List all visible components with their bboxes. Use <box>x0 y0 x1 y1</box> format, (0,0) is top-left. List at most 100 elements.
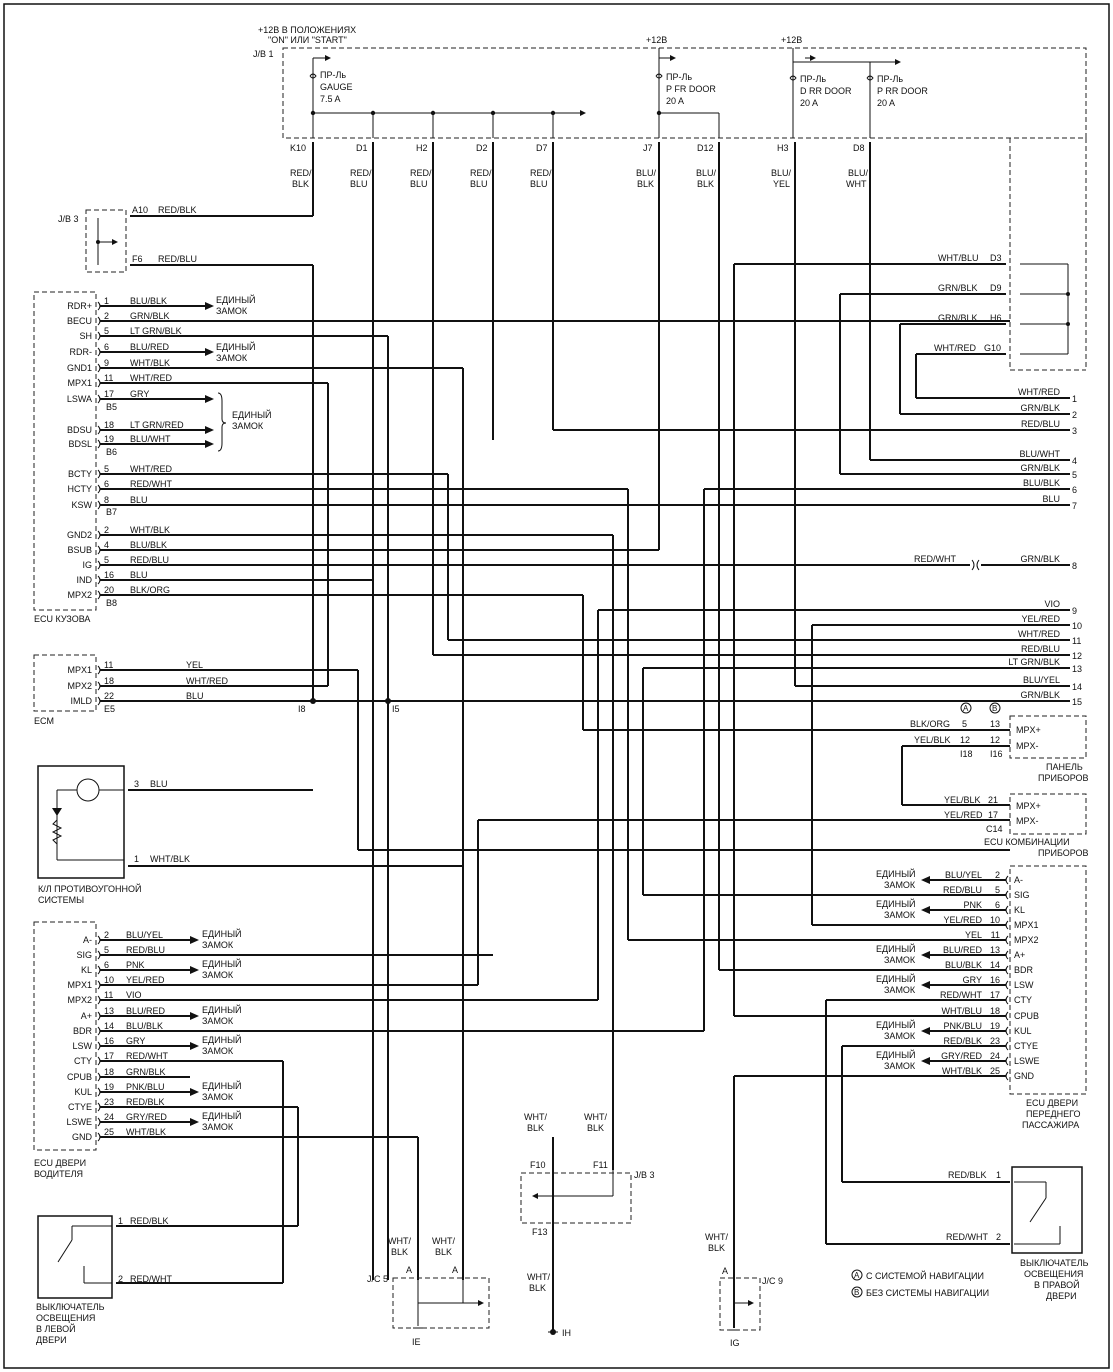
terminal-number: 7 <box>1072 501 1077 511</box>
fuse-pfr-l2: P FR DOOR <box>666 84 716 94</box>
pin-label: 4 <box>104 540 109 550</box>
lock-label: ЗАМОК <box>216 353 248 363</box>
wire-color: BLK <box>587 1123 604 1133</box>
lock-label: ЕДИНЫЙ <box>202 1004 242 1015</box>
pin-label: 23 <box>104 1097 114 1107</box>
pin-function-label: MPX1 <box>67 980 92 990</box>
wire-color: WHT/BLK <box>130 358 170 368</box>
ecu-body: ECU КУЗОВА B5 B6 B7 B8 <box>33 291 117 624</box>
terminal-number: 6 <box>1072 485 1077 495</box>
conn-i16: I16 <box>990 749 1003 759</box>
fuse-gauge: ПР-Ль GAUGE 7.5 A <box>309 58 353 138</box>
immo-title2: СИСТЕМЫ <box>38 895 84 905</box>
pin-label: 23 <box>990 1036 1000 1046</box>
wire-color: BLU/YEL <box>1023 675 1060 685</box>
connector-terminal-icon <box>1005 980 1009 990</box>
wire-color: WHT/BLK <box>126 1127 166 1137</box>
pin-label: 13 <box>990 945 1000 955</box>
wire-color: YEL/RED <box>1021 614 1060 624</box>
connector-terminal-icon <box>1005 950 1009 960</box>
combo-title2: ПРИБОРОВ <box>1038 848 1089 858</box>
wire-color: RED/WHT <box>946 1232 988 1242</box>
pin-k10: K10 <box>290 143 306 153</box>
wire-color: BLK/ORG <box>910 719 950 729</box>
wire-color: YEL <box>186 660 203 670</box>
pin-d9: D9 <box>990 283 1002 293</box>
pin-label: 9 <box>104 358 109 368</box>
lock-label: ЗАМОК <box>884 955 916 965</box>
pin-function-label: LSWE <box>1014 1056 1040 1066</box>
pin-function-label: RDR- <box>70 347 93 357</box>
arrow-icon <box>205 348 214 356</box>
pin-d7: D7 <box>536 143 548 153</box>
inline-connector-icon <box>971 559 980 571</box>
wire-color: WHT/RED <box>130 464 172 474</box>
pin-label: 17 <box>104 1051 114 1061</box>
conn-e5: E5 <box>104 704 115 714</box>
pin-label: 1 <box>118 1216 123 1226</box>
pin-label: 5 <box>995 885 1000 895</box>
pin-label: 2 <box>104 525 109 535</box>
jc9: J/C 9 WHT/ BLK A IG <box>705 1076 783 1348</box>
pin-function-label: KUL <box>1014 1026 1032 1036</box>
wire-color: LT GRN/BLK <box>1008 657 1060 667</box>
switch-icon <box>57 1239 73 1263</box>
pin-label: 18 <box>104 676 114 686</box>
pin-a: A <box>452 1265 458 1275</box>
lock-label: ЗАМОК <box>202 1122 234 1132</box>
wire-color: BLU/YEL <box>126 930 163 940</box>
wire-color: BLU/RED <box>943 945 983 955</box>
pin-a10: A10 <box>132 205 148 215</box>
ecu-pass-title1: ECU ДВЕРИ <box>1026 1098 1078 1108</box>
pin-function-label: SIG <box>1014 890 1030 900</box>
pin-function-label: BDSU <box>67 425 92 435</box>
panel-title2: ПРИБОРОВ <box>1038 773 1089 783</box>
fuse-prr: ПР-Ль P RR DOOR 20 A <box>866 62 928 138</box>
connector-terminal-icon <box>97 560 101 570</box>
connector-terminal-icon <box>97 1117 101 1127</box>
ecu-pass-wires <box>628 624 1070 1245</box>
supply-12v-label-2: +12В <box>781 35 802 45</box>
connector-terminal-icon <box>1005 890 1009 900</box>
wire-color: BLK <box>637 179 654 189</box>
fuse-icon <box>866 75 874 81</box>
wire-color: RED/BLU <box>1021 644 1060 654</box>
lock-label: ЗАМОК <box>884 910 916 920</box>
wire-color: RED/ <box>470 168 492 178</box>
jb1-outline <box>282 47 1087 139</box>
wire-color: WHT/ <box>705 1232 728 1242</box>
legend: A С СИСТЕМОЙ НАВИГАЦИИ B БЕЗ СИСТЕМЫ НАВ… <box>851 1269 989 1298</box>
immo-block: К/Л ПРОТИВОУГОННОЙ СИСТЕМЫ <box>37 765 463 905</box>
jc9-label: J/C 9 <box>762 1276 783 1286</box>
wire-color: YEL/BLK <box>914 735 951 745</box>
wire-color: PNK <box>126 960 145 970</box>
terminal-number: 9 <box>1072 606 1077 616</box>
lock-label: ЕДИНЫЙ <box>876 868 916 879</box>
lock-label: ЕДИНЫЙ <box>202 928 242 939</box>
pin-function-label: GND <box>72 1132 93 1142</box>
wire-color: RED/ <box>350 168 372 178</box>
pin-label: 19 <box>104 434 114 444</box>
wire-color: RED/WHT <box>914 554 956 564</box>
pin-label: 16 <box>104 1036 114 1046</box>
right-switch-title3: В ПРАВОЙ <box>1034 1279 1080 1290</box>
wire-color: GRY/RED <box>941 1051 982 1061</box>
wire-color: BLU/ <box>848 168 869 178</box>
pin-label: 5 <box>104 464 109 474</box>
fuse-drr-l3: 20 A <box>800 98 818 108</box>
left-switch: ВЫКЛЮЧАТЕЛЬ ОСВЕЩЕНИЯ В ЛЕВОЙ ДВЕРИ 1 RE… <box>36 1215 298 1345</box>
pin-function-label: GND2 <box>67 530 92 540</box>
terminal-number: 13 <box>1072 664 1082 674</box>
pin-label: 12 <box>960 735 970 745</box>
connector-terminal-icon <box>1005 1026 1009 1036</box>
circled-b-icon <box>851 1286 863 1298</box>
lock-label: ЗАМОК <box>216 306 248 316</box>
arrow-icon <box>190 936 199 944</box>
pin-label: 6 <box>995 900 1000 910</box>
wire-color: BLK <box>292 179 309 189</box>
pin-label: 6 <box>104 960 109 970</box>
wire-color: BLU/ <box>696 168 717 178</box>
connector-terminal-icon <box>1005 1071 1009 1081</box>
wire-color: GRN/BLK <box>1020 690 1060 700</box>
